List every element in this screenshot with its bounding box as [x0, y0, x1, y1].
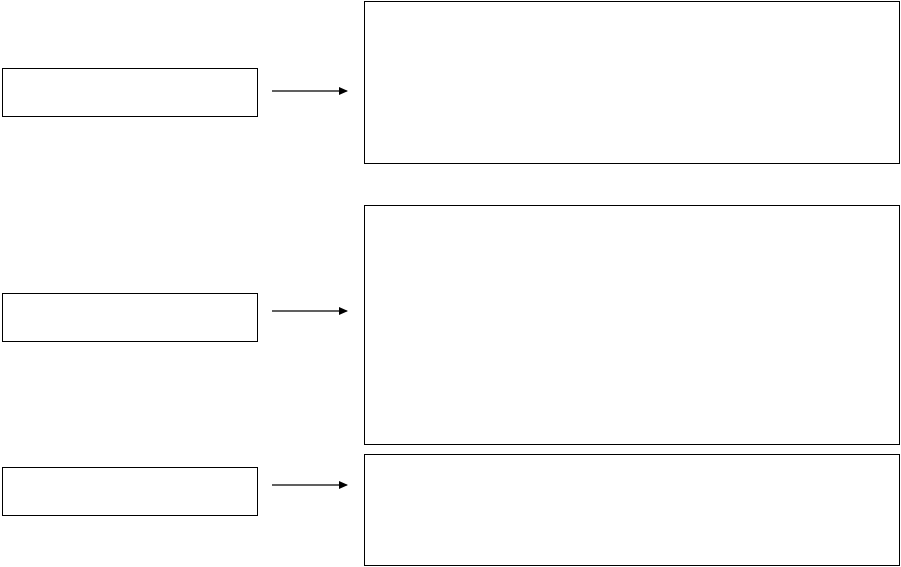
target-box-3 [364, 454, 900, 566]
target-box-2 [364, 205, 900, 445]
source-box-1 [2, 68, 258, 117]
source-box-2 [2, 293, 258, 342]
source-box-3 [2, 467, 258, 516]
target-box-1 [364, 1, 900, 164]
